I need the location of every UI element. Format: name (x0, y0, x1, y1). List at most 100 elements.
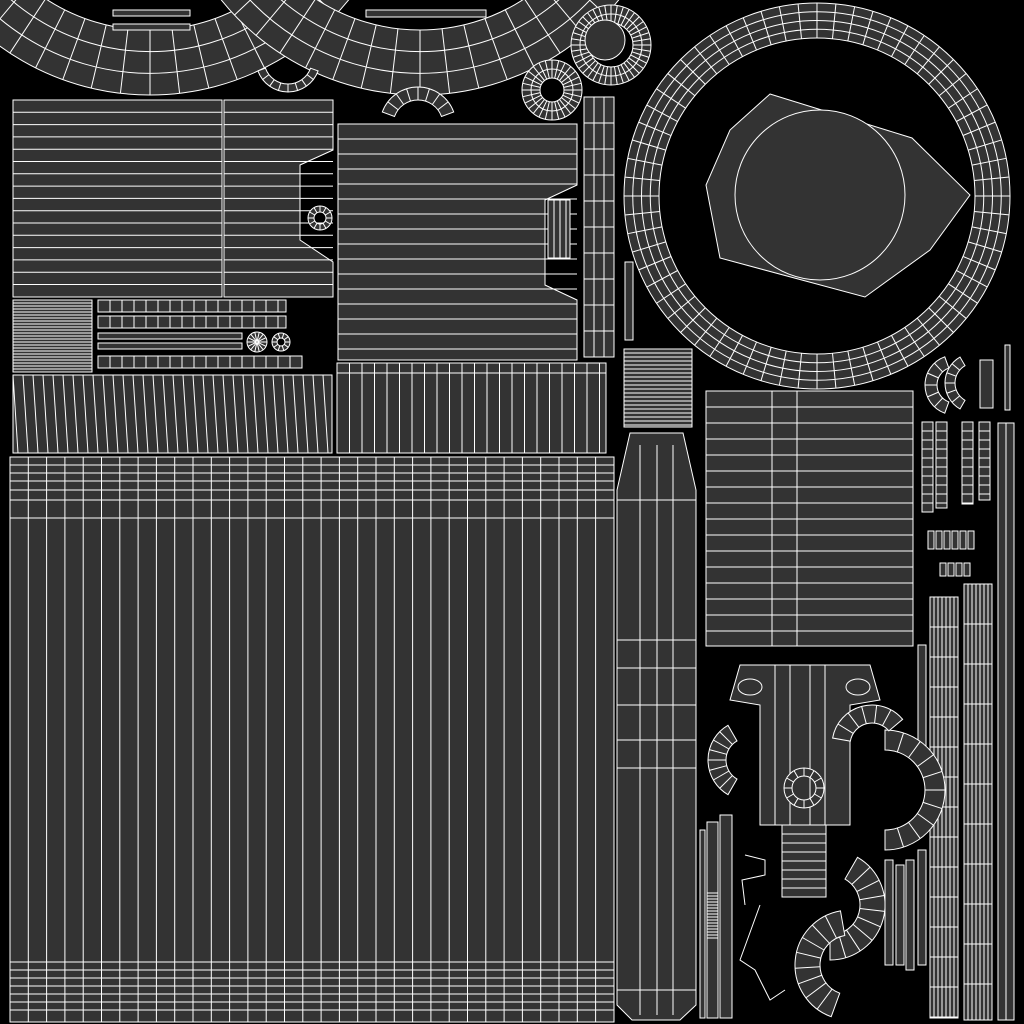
uv-edge (0, 0, 17, 20)
uv-edge (649, 28, 985, 197)
uv-edge (152, 374, 159, 454)
uv-ring-island (381, 86, 455, 118)
uv-edge (927, 372, 939, 379)
uv-edge (805, 982, 827, 999)
uv-edge (882, 709, 892, 726)
uv-edge (857, 916, 881, 928)
uv-edge (709, 749, 727, 755)
small-arc-pieces (257, 67, 455, 118)
uv-island-outline (699, 829, 706, 1019)
uv-island-outline (917, 849, 927, 966)
uv-island-outline (963, 562, 971, 577)
uv-island-outline (935, 421, 948, 509)
uv-edge (847, 712, 860, 728)
panel-upper-left (12, 99, 223, 298)
thin-strips-bottom (699, 814, 915, 1019)
uv-island-outline (978, 421, 991, 501)
uv-island-outline (959, 530, 967, 550)
uv-island-outline (97, 315, 287, 329)
uv-edge (273, 336, 279, 341)
uv-edge (162, 374, 169, 454)
uv-edge (530, 68, 574, 91)
uv-edge (214, 18, 238, 80)
uv-island-outline (947, 562, 955, 577)
uv-edge (332, 18, 356, 80)
uv-edge (856, 879, 880, 892)
panel-center (337, 123, 578, 361)
uv-edge (824, 915, 837, 939)
uv-edge (504, 9, 535, 69)
uv-edge (12, 374, 19, 454)
uv-edge (249, 0, 591, 74)
uv-edge (306, 74, 314, 80)
uv-island-outline (729, 664, 881, 826)
small-strip-rows (97, 299, 303, 369)
uv-edge (62, 374, 69, 454)
uv-edge (302, 374, 309, 454)
small-ring-mid (521, 59, 583, 121)
uv-island-outline (927, 530, 935, 550)
uv-edge (798, 974, 822, 985)
uv-edge (851, 866, 871, 885)
uv-edge (896, 732, 905, 753)
uv-edge (257, 333, 264, 342)
uv-disc (584, 19, 626, 61)
uv-edge (112, 374, 119, 454)
uv-edge (441, 28, 451, 94)
uv-edge (649, 195, 985, 364)
tapered-bar (616, 432, 697, 1021)
uv-edge (786, 793, 794, 799)
uv-edge (254, 342, 258, 352)
uv-edge (277, 82, 282, 91)
uv-island-outline (719, 814, 733, 1019)
uv-edge (437, 101, 449, 111)
uv-edge (951, 395, 961, 403)
uv-edge (242, 374, 249, 454)
uv-edge (322, 374, 329, 454)
uv-edge (202, 374, 209, 454)
uv-island-outline (9, 456, 615, 1023)
uv-island-outline (951, 530, 959, 550)
uv-island-outline (624, 261, 634, 341)
uv-edge (713, 739, 730, 750)
uv-edge (641, 19, 993, 197)
uv-edge (305, 9, 336, 69)
panel-right (705, 390, 914, 647)
uv-edge (713, 770, 730, 781)
uv-edge (294, 82, 299, 91)
uv-edge (406, 88, 411, 102)
uv-edge (10, 0, 290, 53)
uv-edge (255, 0, 287, 36)
uv-edge (814, 793, 822, 799)
uv-edge (92, 374, 99, 454)
uv-island-outline (955, 562, 963, 577)
uv-island-outline (12, 374, 333, 454)
uv-edge (247, 337, 257, 343)
uv-edge (257, 337, 267, 343)
uv-island-outline (336, 362, 607, 454)
uv-edge (859, 907, 885, 912)
uv-edge (282, 374, 289, 454)
uv-island-outline (337, 123, 578, 361)
uv-edge (281, 345, 285, 351)
uv-edge (119, 28, 129, 94)
uv-ring-island (271, 332, 291, 343)
uv-edge (463, 24, 480, 89)
uv-edge (280, 0, 560, 53)
inner-disc (734, 109, 906, 281)
bracket-assembly (729, 664, 881, 898)
uv-edge (524, 0, 561, 54)
uv-edge (425, 88, 430, 102)
uv-edge (273, 343, 279, 348)
uv-edge (279, 0, 316, 54)
uv-island-outline (623, 348, 693, 428)
uv-edge (309, 211, 316, 216)
uv-edge (484, 18, 508, 80)
uv-edge (9, 0, 46, 54)
uv-edge (395, 93, 405, 105)
uv-island-outline (97, 355, 303, 369)
uv-edge (283, 343, 289, 348)
vertical-lines-panel (336, 362, 607, 454)
uv-edge (232, 374, 239, 454)
uv-edge (102, 374, 109, 454)
